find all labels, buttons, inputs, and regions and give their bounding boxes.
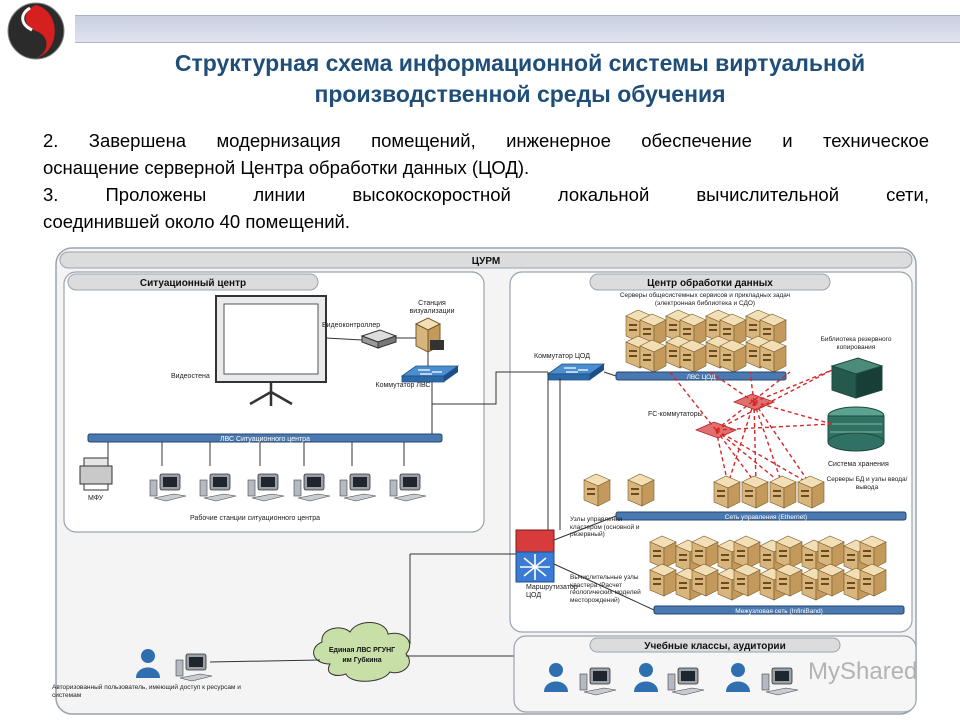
storage-system-icon bbox=[827, 406, 885, 452]
backup-label: Библиотека резервного копирования bbox=[820, 336, 892, 351]
dc-lan-label: ЛВС ЦОД bbox=[687, 374, 716, 381]
compute-label: Вычислительные узлы кластера (Расчет гео… bbox=[570, 574, 641, 604]
backup-library-icon bbox=[830, 357, 884, 399]
controller-label: Видеоконтроллер bbox=[322, 322, 380, 329]
watermark-text: MyShared bbox=[808, 658, 918, 685]
top-decor-bar bbox=[75, 15, 960, 43]
visualization-station-icon bbox=[414, 317, 444, 353]
lan-cloud-line-1: Единая ЛВС РГУНГ bbox=[329, 647, 395, 654]
compute-nodes bbox=[649, 535, 887, 601]
mgmt-nodes-label: Узлы управления кластером (основной и ре… bbox=[570, 516, 640, 538]
point-2-line-2: оснащение серверной Центра обработки дан… bbox=[43, 157, 530, 178]
remote-user-label: Авторизованный пользователь, имеющий дос… bbox=[52, 684, 241, 699]
situation-bus-label: ЛВС Ситуационного центра bbox=[220, 436, 310, 443]
workstations-label: Рабочие станции ситуационного центра bbox=[190, 514, 320, 522]
title-line-2: производственной среды обучения bbox=[314, 81, 726, 107]
page-title: Структурная схема информационной системы… bbox=[90, 48, 950, 110]
university-logo-icon bbox=[7, 2, 65, 60]
videowall-icon bbox=[215, 295, 327, 406]
mgmt-node-icon bbox=[583, 473, 611, 507]
lan-switch-label: Коммутатор ЛВС bbox=[375, 382, 431, 389]
mfu-printer-icon bbox=[79, 457, 113, 491]
router-label: Маршрутизатор ЦОД bbox=[526, 584, 578, 599]
title-line-1: Структурная схема информационной системы… bbox=[174, 50, 866, 76]
lan-cloud-line-2: им Губкина bbox=[342, 656, 381, 664]
structure-diagram: ЦУРМ Ситуационный центр Видеостена Видео… bbox=[52, 247, 917, 715]
videowall-label: Видеостена bbox=[171, 373, 210, 380]
storage-label: Система хранения bbox=[828, 461, 889, 468]
classes-header: Учебные классы, аудитории bbox=[644, 640, 785, 652]
mgmt-node-icon bbox=[627, 473, 655, 507]
workstations bbox=[149, 442, 427, 502]
dc-router-icon bbox=[515, 529, 555, 583]
db-servers-label: Серверы БД и узлы ввода/вывода bbox=[826, 476, 908, 491]
mfu-label: МФУ bbox=[88, 495, 104, 502]
app-servers-label: Серверы общесистемных сервисов и приклад… bbox=[619, 292, 791, 307]
station-label: Станция визуализации bbox=[409, 300, 455, 315]
point-3-line-2: соединившей около 40 помещений. bbox=[43, 211, 351, 232]
interconnect-label: Межузловая сеть (InfiniBand) bbox=[735, 608, 822, 615]
body-text: 2. Завершена модернизация помещений, инж… bbox=[43, 127, 929, 235]
point-3-line-1: 3. Проложены линии высокоскоростной лока… bbox=[43, 184, 929, 205]
fc-switches-label: FC-коммутаторы bbox=[648, 411, 703, 418]
unified-lan-cloud-icon bbox=[313, 622, 411, 682]
outer-title: ЦУРМ bbox=[472, 256, 500, 267]
dc-switch-label: Коммутатор ЦОД bbox=[534, 353, 590, 360]
point-2-line-1: 2. Завершена модернизация помещений, инж… bbox=[43, 130, 929, 151]
datacenter-header: Центр обработки данных bbox=[647, 277, 773, 289]
situation-header: Ситуационный центр bbox=[140, 278, 246, 289]
mgmt-net-label: Сеть управления (Ethernet) bbox=[725, 514, 807, 521]
fc-links bbox=[669, 369, 833, 485]
